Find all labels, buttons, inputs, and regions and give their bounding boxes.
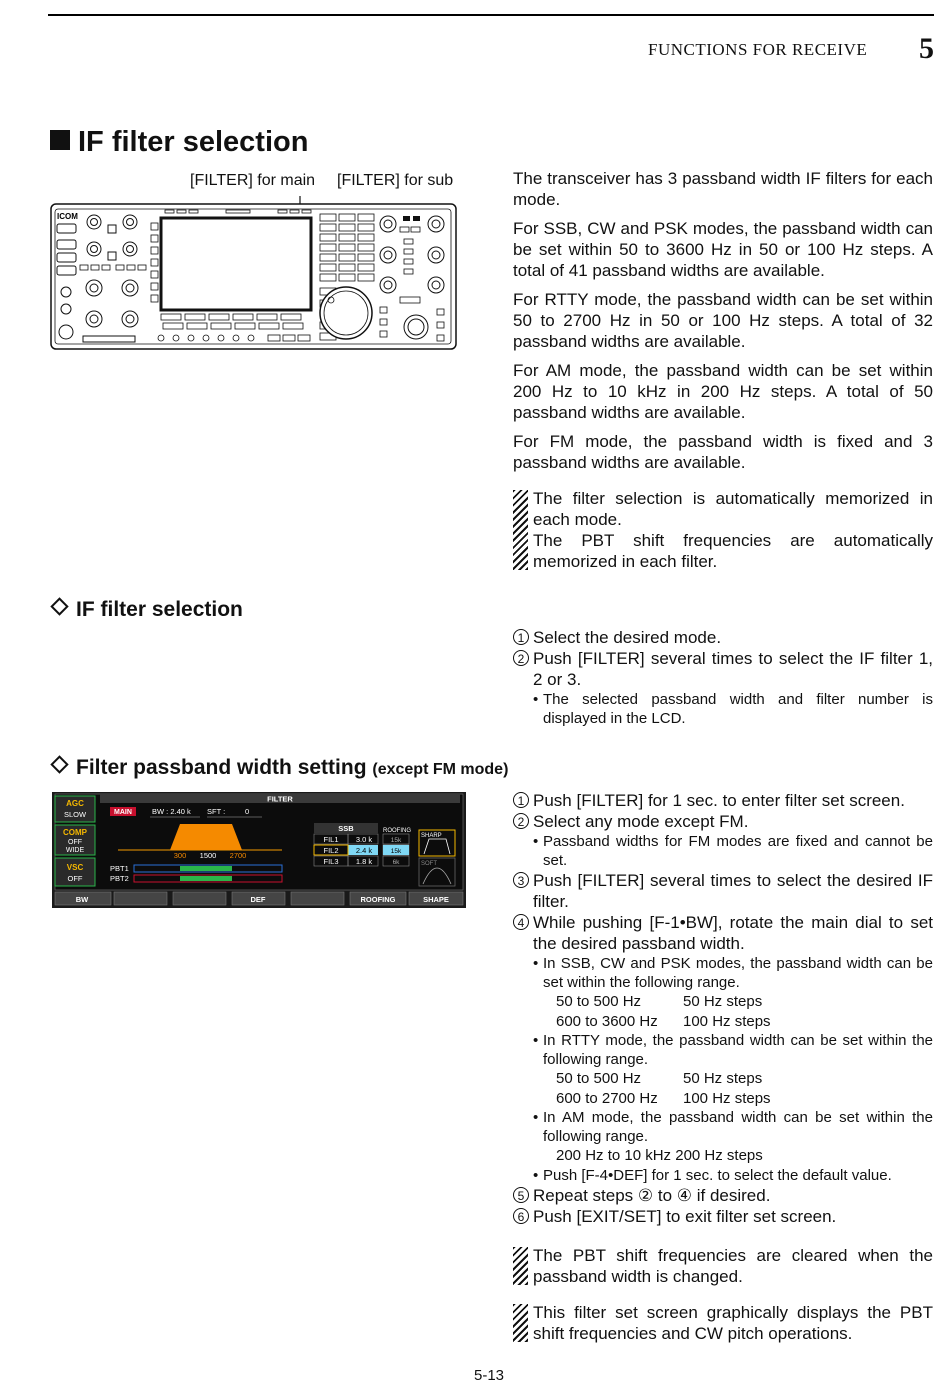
fil1-roofing: 15k [391, 837, 402, 844]
side-vsc-label: VSC [67, 863, 84, 872]
fil2-value: 2.4 k [356, 846, 373, 855]
intro-para: For FM mode, the passband width is fixed… [513, 432, 933, 472]
bw-readout: BW : 2.40 k [152, 807, 191, 816]
fil1-value: 3.0 k [356, 835, 373, 844]
range-row: 200 Hz to 10 kHz 200 Hz steps [556, 1147, 763, 1164]
shape-soft-label: SOFT [421, 861, 437, 867]
header-rule [48, 14, 934, 16]
note-hatch-icon [513, 1247, 528, 1285]
note-block-2: The PBT shift frequencies are cleared wh… [513, 1245, 933, 1287]
note: The filter selection is automatically me… [513, 488, 933, 572]
pbt2-bar [180, 876, 232, 881]
side-comp-value: OFF [68, 839, 82, 846]
freq-low: 300 [174, 851, 187, 860]
note-text: This filter set screen graphically displ… [533, 1303, 933, 1343]
freq-high: 2700 [230, 851, 247, 860]
intro-para: For AM mode, the passband width can be s… [513, 361, 933, 422]
side-vsc-value: OFF [68, 874, 83, 883]
diamond-icon [50, 597, 69, 616]
fil3-value: 1.8 k [356, 857, 373, 866]
icom-logo: ICOM [57, 212, 78, 221]
subsection-title-passband: Filter passband width setting (except FM… [50, 755, 508, 780]
page-title: IF filter selection [50, 126, 308, 159]
pbt1-label: PBT1 [110, 864, 129, 873]
bullet-item: •Passband widths for FM modes are fixed … [533, 833, 933, 869]
side-agc-value: SLOW [64, 810, 87, 819]
fil3-roofing: 6k [393, 859, 401, 866]
section-title: FUNCTIONS FOR RECEIVE [648, 40, 868, 59]
bullet-item: •The selected passband width and filter … [533, 691, 933, 727]
intro-para: For SSB, CW and PSK modes, the passband … [513, 219, 933, 280]
filter-set-screen: AGC SLOW COMP OFF WIDE VSC OFF FILTER MA… [52, 792, 466, 908]
running-header: FUNCTIONS FOR RECEIVE 5 [640, 32, 934, 65]
subsection-title-if-filter: IF filter selection [50, 597, 243, 622]
intro-text: The transceiver has 3 passband width IF … [513, 168, 933, 481]
note-hatch-icon [513, 490, 528, 570]
pbt2-label: PBT2 [110, 874, 129, 883]
key-f6: ROOFING [361, 895, 396, 904]
intro-para: For RTTY mode, the passband width can be… [513, 290, 933, 351]
note-hatch-icon [513, 1304, 528, 1342]
mode-label: SSB [338, 824, 354, 833]
shape-sharp-label: SHARP [421, 833, 442, 839]
chapter-number: 5 [919, 32, 934, 65]
sft-label: SFT : [207, 807, 225, 816]
note-text: The PBT shift frequencies are cleared wh… [533, 1246, 933, 1286]
freq-center: 1500 [200, 851, 217, 860]
key-f7: SHAPE [423, 895, 449, 904]
note: This filter set screen graphically displ… [513, 1302, 933, 1344]
fil2-roofing: 15k [391, 848, 402, 855]
bullet-item: •In RTTY mode, the passband width can be… [533, 1032, 933, 1068]
diamond-icon [50, 755, 69, 774]
key-f4: DEF [251, 895, 266, 904]
lcd-title: FILTER [267, 795, 293, 804]
square-bullet-icon [50, 130, 70, 150]
fil3-label: FIL3 [323, 857, 338, 866]
bullet-item: •In SSB, CW and PSK modes, the passband … [533, 955, 933, 991]
note-block-3: This filter set screen graphically displ… [513, 1302, 933, 1344]
sft-value: 0 [245, 807, 249, 816]
note-text: The filter selection is automatically me… [533, 489, 933, 529]
bullet-item: •Push [F-4•DEF] for 1 sec. to select the… [533, 1166, 892, 1184]
roofing-label: ROOFING [383, 828, 411, 834]
side-comp-width: WIDE [66, 847, 85, 854]
note-block-1: The filter selection is automatically me… [513, 488, 933, 572]
transceiver-front-panel: ICOM [50, 196, 457, 350]
key-f1: BW [76, 895, 89, 904]
label-filter-sub: [FILTER] for sub [337, 172, 454, 189]
pbt1-bar [180, 866, 232, 871]
page-number: 5-13 [474, 1367, 505, 1384]
fil1-label: FIL1 [323, 835, 338, 844]
side-agc-label: AGC [66, 799, 84, 808]
fil2-label: FIL2 [323, 846, 338, 855]
passband-shape [170, 824, 242, 850]
side-comp-label: COMP [63, 828, 88, 837]
main-tag: MAIN [114, 809, 132, 816]
note: The PBT shift frequencies are cleared wh… [513, 1245, 933, 1287]
bullet-item: •In AM mode, the passband width can be s… [533, 1109, 933, 1145]
intro-para: The transceiver has 3 passband width IF … [513, 169, 933, 209]
label-filter-main: [FILTER] for main [190, 172, 316, 189]
note-text: The PBT shift frequencies are automatica… [533, 531, 933, 571]
